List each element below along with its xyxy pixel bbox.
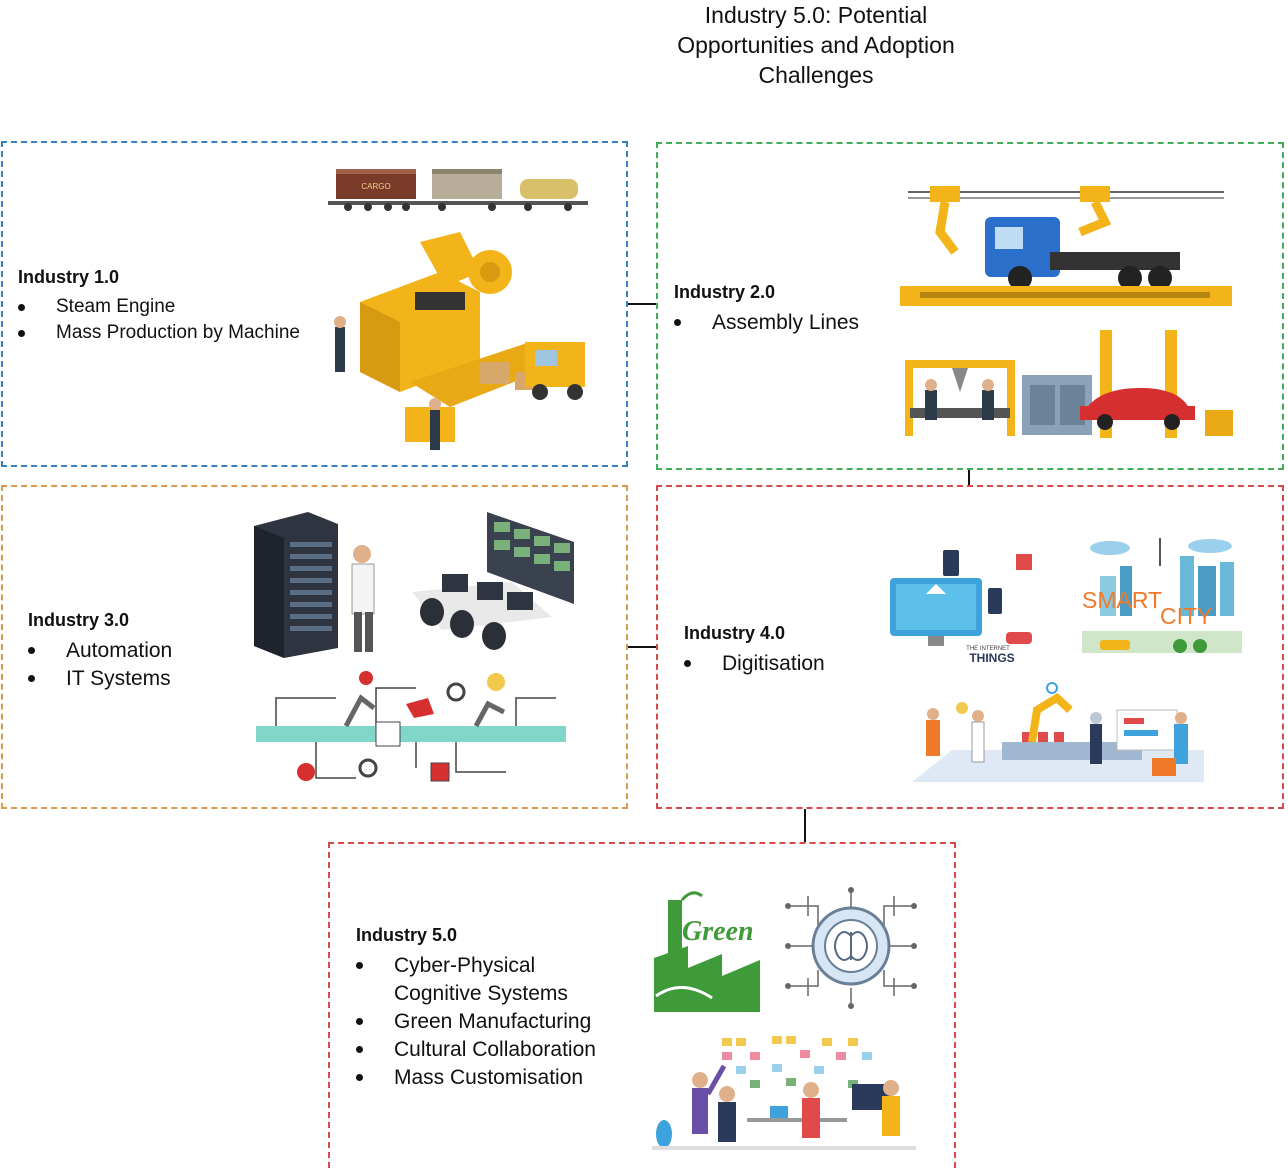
industry-1-bullet: Steam Engine xyxy=(18,294,300,320)
industry-2-label: Industry 2.0 Assembly Lines xyxy=(674,282,859,337)
factory-machine-icon xyxy=(334,232,585,450)
industry-3-bullet: Automation xyxy=(28,637,172,665)
iot-caption: THINGS xyxy=(969,651,1014,665)
industry-2-bullet: Assembly Lines xyxy=(674,309,859,337)
connector-4-5 xyxy=(804,809,806,842)
industry-3-label: Industry 3.0 Automation IT Systems xyxy=(28,610,172,693)
connector-2-4 xyxy=(968,470,970,485)
industry-1-label: Industry 1.0 Steam Engine Mass Productio… xyxy=(18,267,300,346)
industry-5-bullet: Cyber-Physical xyxy=(356,952,596,980)
connector-3-4 xyxy=(628,646,656,648)
industry-1-box xyxy=(1,141,628,467)
industry-5-bullet: Mass Customisation xyxy=(356,1064,596,1092)
steam-train-icon: CARGO xyxy=(328,169,588,211)
car-factory-icon xyxy=(905,330,1233,438)
industry-4-heading: Industry 4.0 xyxy=(684,623,786,643)
server-rack-icon xyxy=(254,512,375,658)
industry-5-box xyxy=(328,842,956,1168)
truck-assembly-line-icon xyxy=(900,186,1232,306)
industry-1-heading: Industry 1.0 xyxy=(18,267,120,287)
automation-circuit-icon xyxy=(256,671,566,782)
cognitive-brain-circuit-icon xyxy=(785,887,917,1009)
industry-5-label: Industry 5.0 Cyber-Physical Cognitive Sy… xyxy=(356,925,596,1092)
industry-5-heading: Industry 5.0 xyxy=(356,925,458,945)
diagram-title: Industry 5.0: Potential Opportunities an… xyxy=(677,2,955,88)
industry-2-heading: Industry 2.0 xyxy=(674,282,776,302)
industry-1-bullet: Mass Production by Machine xyxy=(18,320,300,346)
industry-3-bullet: IT Systems xyxy=(28,665,172,693)
iot-caption-small: THE INTERNET xyxy=(966,646,1010,652)
cargo-text: CARGO xyxy=(361,182,390,191)
industry-2-box xyxy=(656,142,1284,470)
industry-5-bullet-continuation: Cognitive Systems xyxy=(394,982,568,1005)
industry-5-bullet: Cultural Collaboration xyxy=(356,1036,596,1064)
smart-factory-workers-icon xyxy=(912,682,1204,782)
smart-city-icon: SMART CITY xyxy=(1082,538,1242,653)
industry-5-bullet: Green Manufacturing xyxy=(356,1008,596,1036)
city-text: CITY xyxy=(1160,603,1212,629)
green-text: Green xyxy=(682,916,754,947)
industry-4-bullet: Digitisation xyxy=(684,650,825,678)
internet-of-things-icon: THE INTERNET THINGS xyxy=(890,550,1032,665)
industry-4-box xyxy=(656,485,1284,809)
industry-3-box xyxy=(1,485,628,809)
green-factory-icon: Green xyxy=(654,891,760,1012)
connector-1-2 xyxy=(628,303,656,305)
team-collaboration-icon xyxy=(652,1036,916,1150)
industry-4-label: Industry 4.0 Digitisation xyxy=(684,623,825,678)
control-room-icon xyxy=(412,512,574,650)
smart-text: SMART xyxy=(1082,587,1162,613)
industry-3-heading: Industry 3.0 xyxy=(28,610,130,630)
